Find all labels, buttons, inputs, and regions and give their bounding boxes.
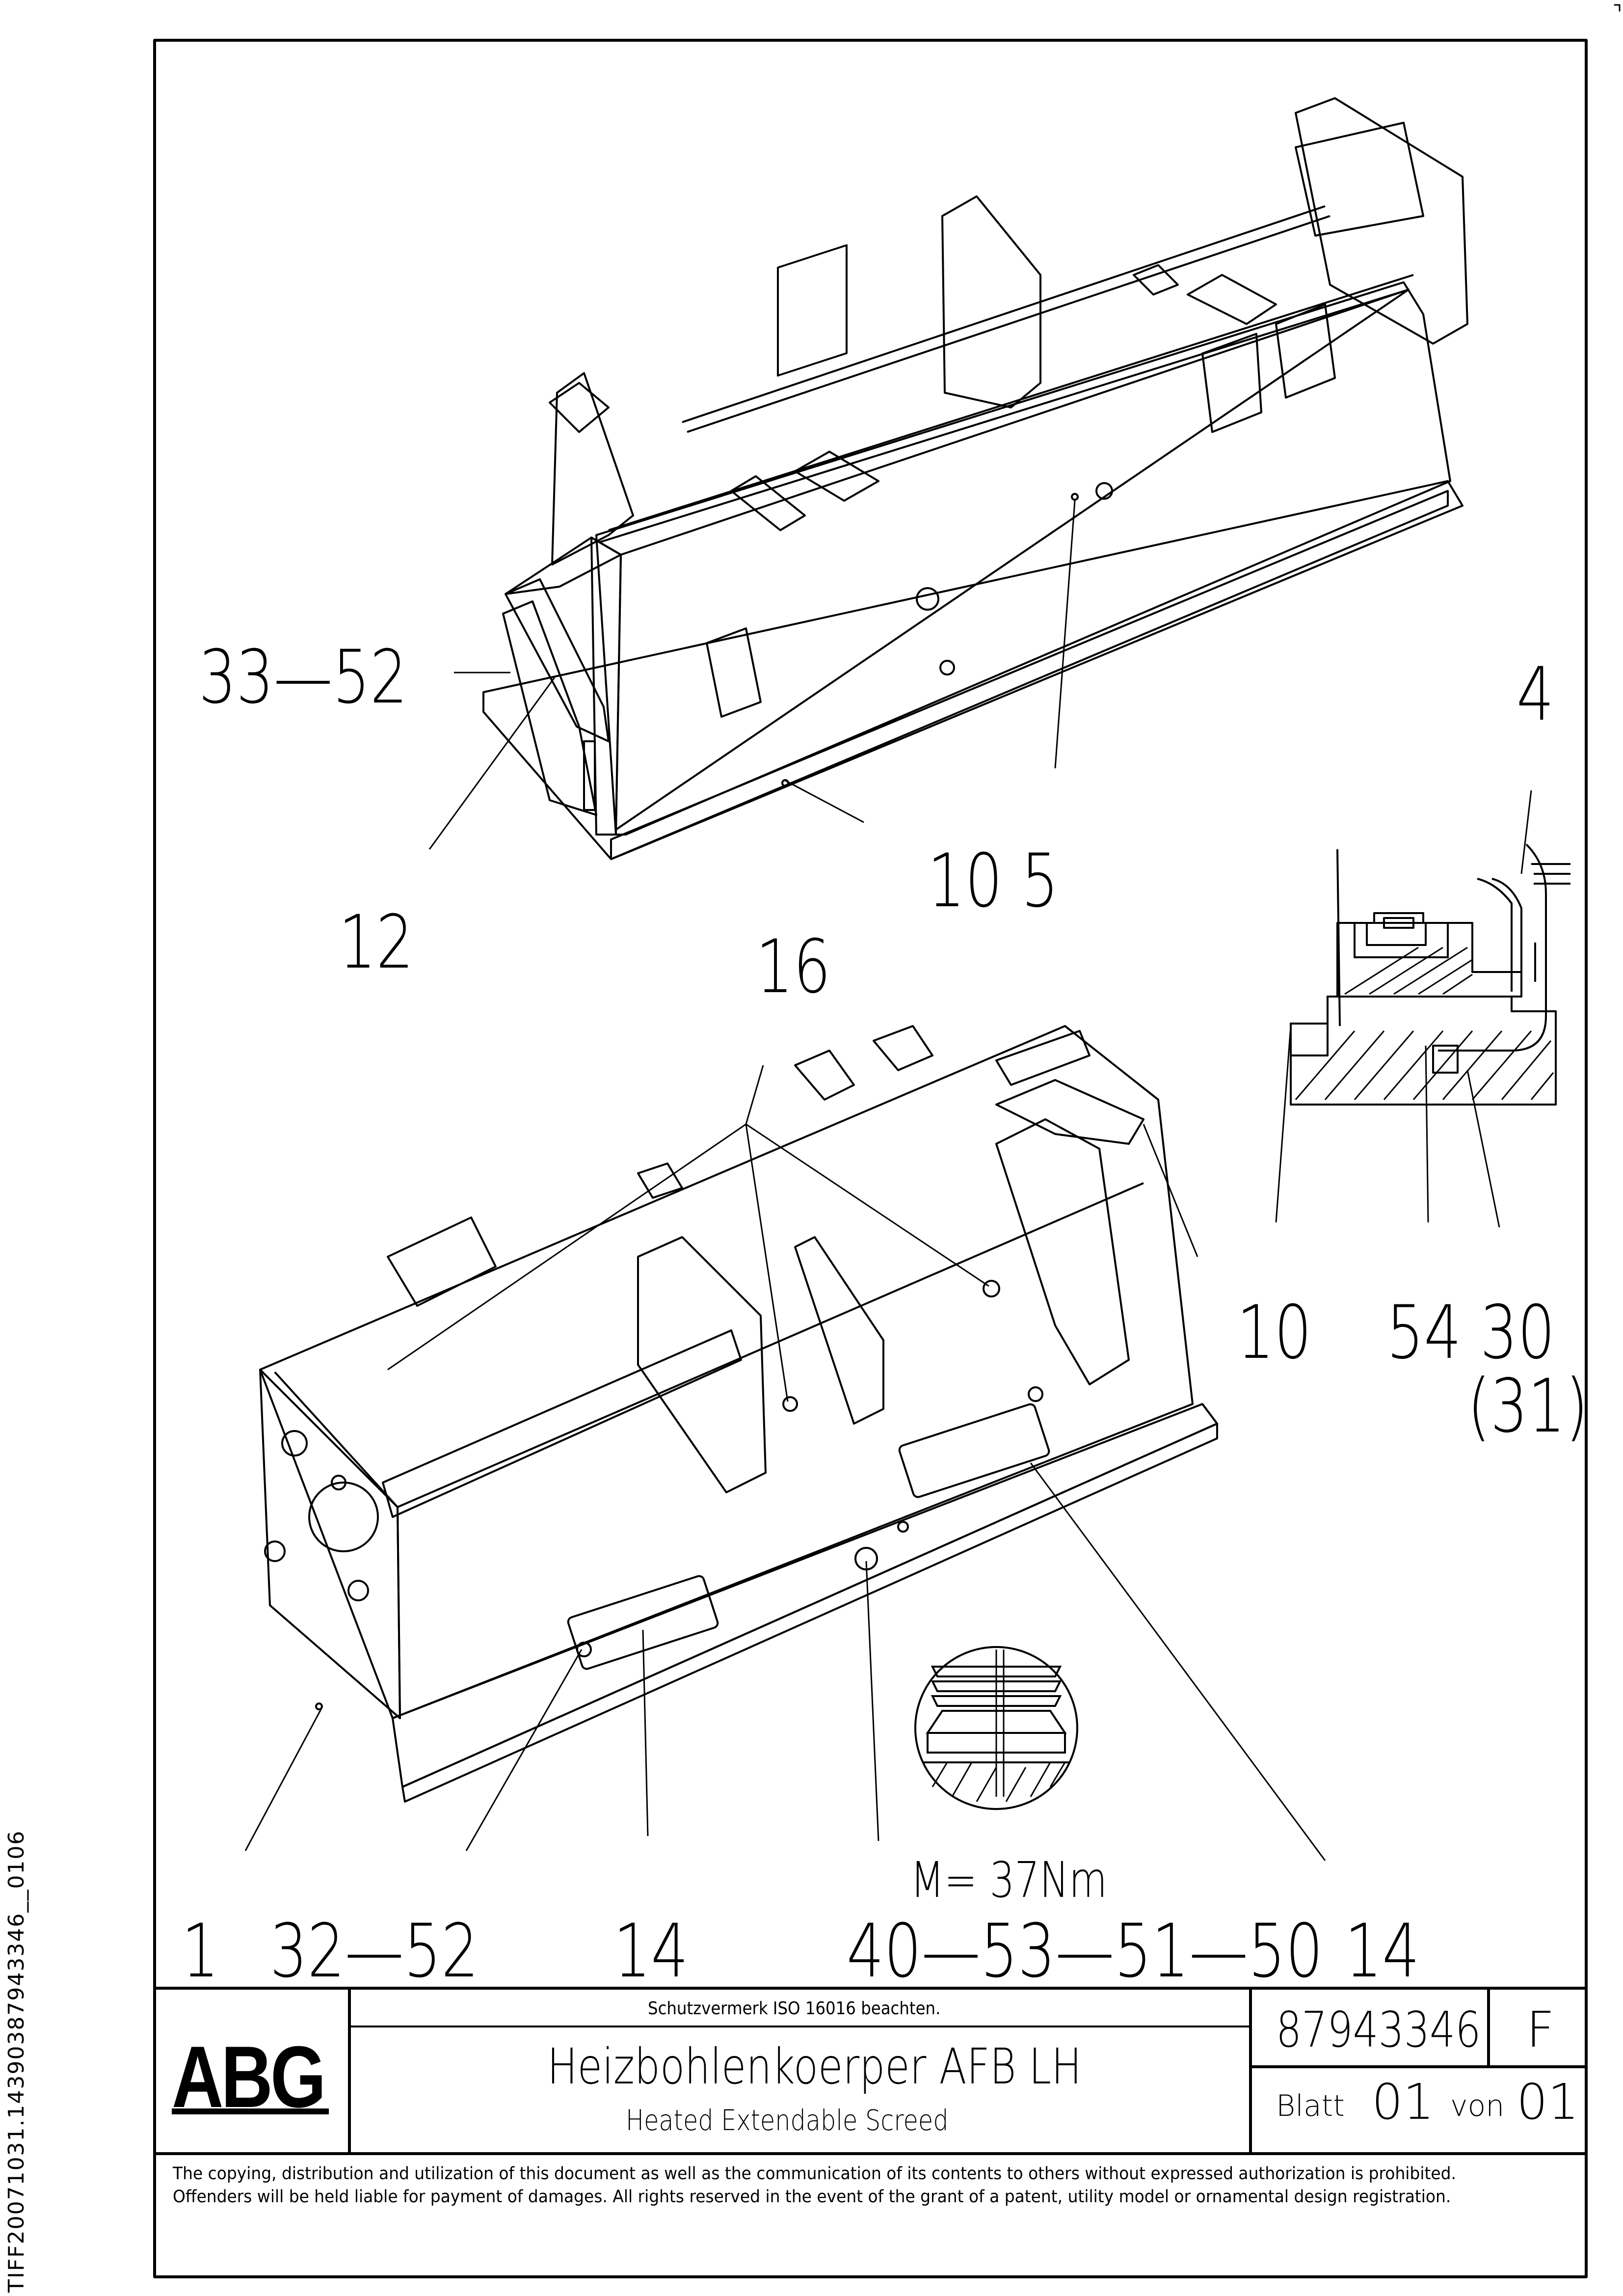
sheet-number: 01 <box>1372 2073 1435 2131</box>
logo-bar <box>172 2108 329 2114</box>
sheet-label: Blatt <box>1276 2089 1345 2123</box>
callout-14-left: 14 <box>613 1909 689 1994</box>
of-label: von <box>1450 2089 1505 2123</box>
copyright-notice: The copying, distribution and utilizatio… <box>173 2164 1456 2207</box>
callout-32-52: 32—52 <box>270 1909 479 1994</box>
torque-label: M= 37Nm <box>910 1851 1108 1909</box>
callout-31: (31) <box>1467 1364 1589 1449</box>
callout-16: 16 <box>756 924 831 1010</box>
section-hatching <box>1295 946 1554 1100</box>
callout-54-30: 54 30 <box>1386 1290 1555 1376</box>
drawing-number: 87943346 <box>1276 2001 1481 2058</box>
title-english: Heated Extendable Screed <box>626 2104 949 2137</box>
callout-40-53-51-50: 40—53—51—50 <box>847 1909 1323 1994</box>
leader-lines <box>244 500 1532 1861</box>
callout-10-5: 10 5 <box>928 838 1059 924</box>
protection-note: Schutzvermerk ISO 16016 beachten. <box>648 1999 941 2019</box>
abg-logo: ABG <box>172 2028 326 2126</box>
revision-letter: F <box>1526 2001 1555 2058</box>
screed-body-top-view <box>482 97 1468 860</box>
section-detail-view <box>1290 843 1570 1106</box>
callout-14-right: 14 <box>1345 1909 1420 1994</box>
callout-12: 12 <box>339 900 414 985</box>
callout-10: 10 <box>1237 1290 1312 1376</box>
torque-detail <box>914 1646 1078 1810</box>
callout-4: 4 <box>1517 652 1554 737</box>
sheet-total: 01 <box>1517 2073 1579 2131</box>
file-identifier: TIFF20071031.14390387943346__0106 <box>4 1830 29 2293</box>
sheet-border <box>153 39 1588 2278</box>
screed-body-bottom-view <box>259 1025 1218 1803</box>
callout-1: 1 <box>182 1909 219 1994</box>
title-german: Heizbohlenkoerper AFB LH <box>547 2038 1082 2095</box>
callout-33-52: 33—52 <box>199 635 408 720</box>
